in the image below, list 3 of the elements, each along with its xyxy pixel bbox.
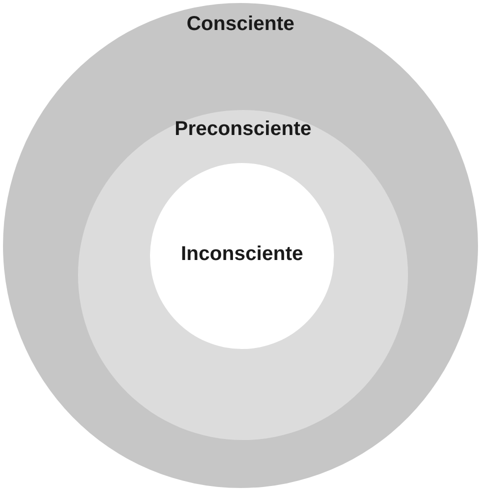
layer-label: Inconsciente <box>180 243 304 266</box>
layer-label: Consciente <box>186 13 294 36</box>
layer-label: Preconsciente <box>174 118 312 141</box>
